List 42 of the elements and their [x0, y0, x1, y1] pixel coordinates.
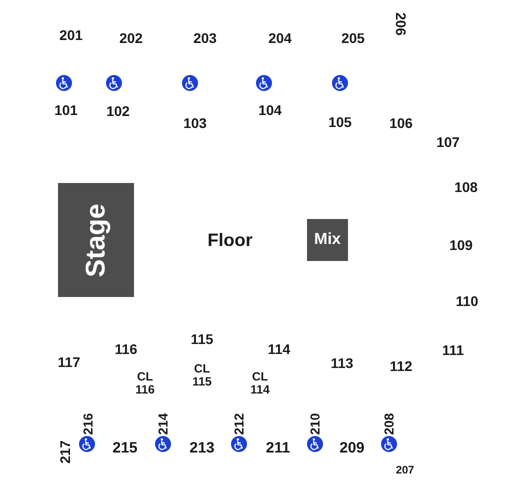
section-label: CL 114 — [250, 370, 270, 396]
section-number: 111 — [442, 343, 464, 357]
section-number: 217 — [58, 440, 72, 464]
section-number: 215 — [112, 440, 138, 456]
section-number: 117 — [58, 355, 80, 369]
section-number: 206 — [394, 12, 408, 36]
section-number: 106 — [389, 116, 413, 130]
section-number: 110 — [456, 294, 478, 308]
section-number: 116 — [114, 342, 138, 356]
section-number: 207 — [396, 466, 414, 476]
section-number: 112 — [390, 359, 412, 373]
section-number: 101 — [54, 103, 78, 117]
area-label: Floor — [208, 231, 252, 249]
section-number: 208 — [382, 413, 396, 435]
section-number: 214 — [156, 413, 170, 435]
section-number: 105 — [328, 115, 352, 129]
section-number: 103 — [183, 116, 207, 130]
section-number: 209 — [339, 440, 365, 456]
section-number: 216 — [82, 413, 94, 435]
section-number: 114 — [268, 342, 290, 356]
section-number: 108 — [454, 180, 478, 194]
mix-block — [307, 219, 348, 261]
section-number: 107 — [436, 135, 460, 149]
section-number: 204 — [268, 31, 292, 45]
section-label: CL 116 — [135, 370, 155, 396]
section-number: 104 — [258, 103, 282, 117]
section-number: 202 — [119, 31, 143, 45]
mix-label: Mix — [314, 232, 341, 248]
section-number: 213 — [189, 440, 215, 456]
section-label: CL 115 — [192, 362, 212, 388]
section-number: 102 — [106, 104, 130, 118]
section-number: 205 — [341, 31, 365, 45]
stage-block — [58, 183, 134, 297]
section-number: 210 — [308, 413, 322, 435]
section-number: 113 — [330, 356, 354, 370]
section-number: 109 — [449, 238, 473, 252]
section-number: 115 — [190, 332, 214, 346]
stage-label: Stage — [82, 203, 110, 277]
section-number: 201 — [59, 28, 83, 42]
section-number: 203 — [193, 31, 217, 45]
section-number: 212 — [232, 413, 246, 435]
section-number: 211 — [266, 440, 290, 456]
